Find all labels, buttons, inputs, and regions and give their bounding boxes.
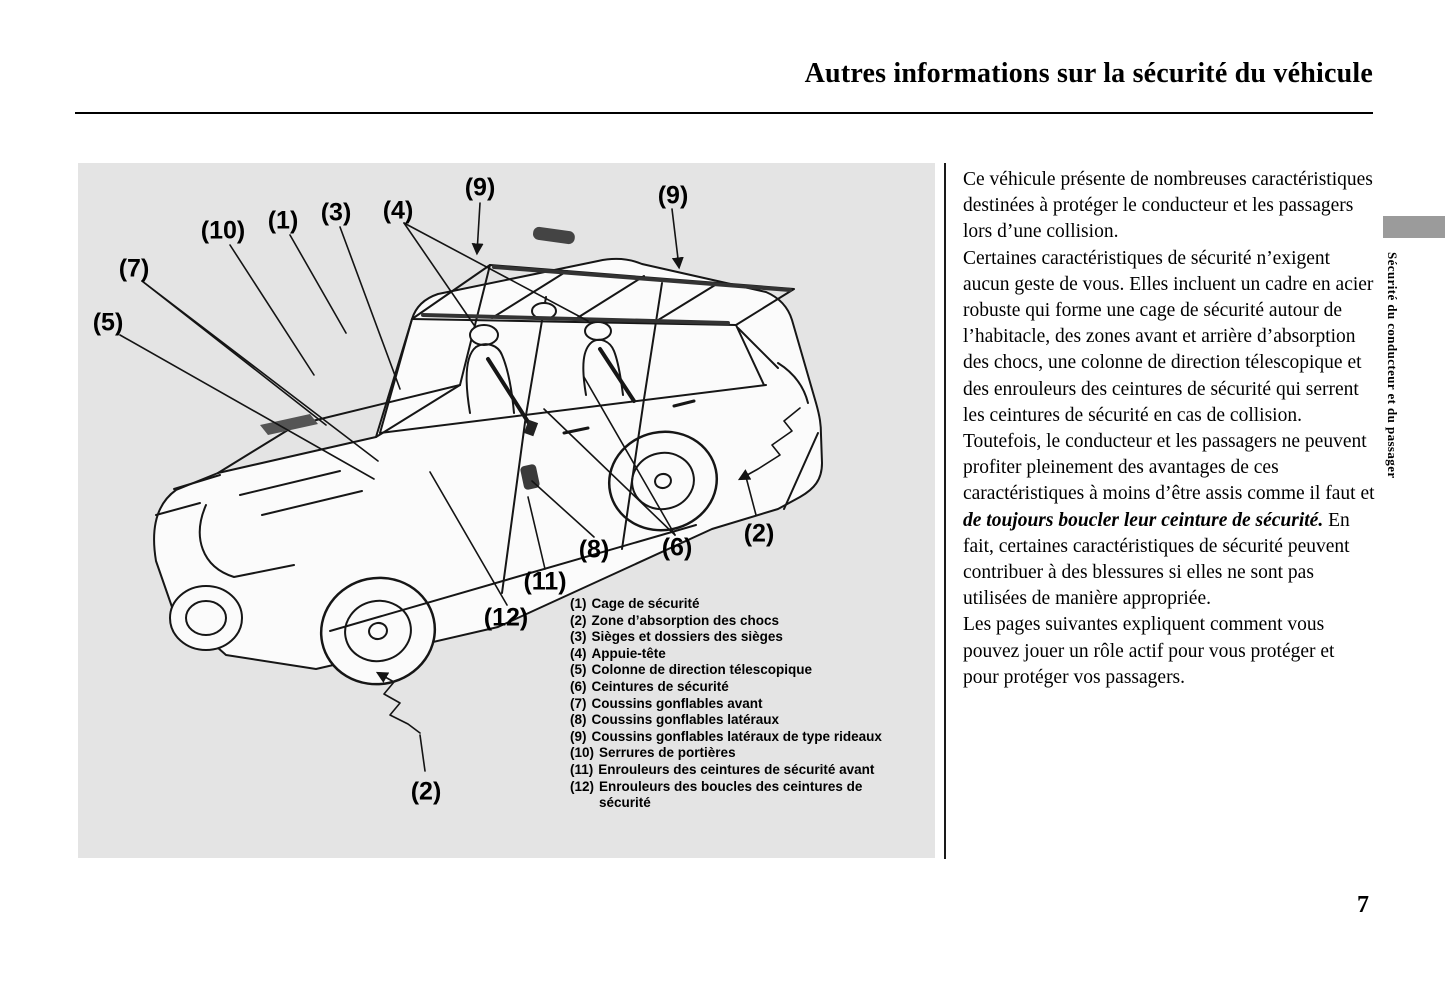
legend-item: (10)Serrures de portières	[570, 745, 915, 762]
front-headrest	[469, 324, 499, 346]
callout-5: (5)	[92, 308, 124, 337]
legend-item: (6)Ceintures de sécurité	[570, 679, 915, 696]
paragraph-text: Toutefois, le conducteur et les passager…	[963, 431, 1375, 505]
page-number: 7	[1357, 892, 1369, 918]
front-seatback	[465, 343, 515, 414]
legend-item: (12)Enrouleurs des boucles des ceintures…	[570, 779, 915, 812]
emphasis-text: de toujours boucler leur ceinture de séc…	[963, 509, 1324, 531]
legend-num: (11)	[570, 761, 594, 777]
seatbelt-buckle	[523, 419, 539, 437]
paragraph: Certaines caractéristiques de sécurité n…	[963, 246, 1375, 429]
callout-10: (10)	[200, 216, 246, 245]
legend-item: (8)Coussins gonflables latéraux	[570, 712, 915, 729]
legend-num: (1)	[570, 596, 587, 611]
legend-num: (6)	[570, 678, 587, 694]
diagram-panel: (9) (9) (10) (1) (3) (4) (7) (5) (2) (8)…	[78, 163, 935, 858]
legend-num: (2)	[570, 612, 587, 628]
legend-item: (11)Enrouleurs des ceintures de sécurité…	[570, 762, 915, 779]
legend-item: (1) Cage de sécurité	[570, 596, 915, 613]
legend-num: (7)	[570, 695, 587, 711]
legend-num: (8)	[570, 712, 587, 728]
legend-num: (9)	[570, 728, 587, 744]
sidebar-section-label: Sécurité du conducteur et du passager	[1385, 252, 1400, 479]
section-tab	[1383, 216, 1445, 238]
legend-label: Coussins gonflables latéraux	[591, 712, 780, 728]
legend-label: Ceintures de sécurité	[591, 678, 729, 694]
legend-label: Colonne de direction télescopique	[591, 662, 813, 678]
curtain-airbag-module	[533, 226, 575, 245]
paragraph: Ce véhicule présente de nombreuses carac…	[963, 167, 1375, 246]
callout-1: (1)	[267, 206, 299, 235]
page-title: Autres informations sur la sécurité du v…	[804, 58, 1373, 89]
curtain-airbag-rail-near	[421, 313, 730, 325]
car-body	[153, 257, 823, 686]
car-cutaway-diagram	[119, 202, 823, 772]
paragraph-text: En fait, certaines caractéristiques de s…	[963, 509, 1350, 610]
callout-9-right: (9)	[657, 181, 689, 210]
dash-vent	[260, 414, 318, 435]
legend-num: (12)	[570, 778, 595, 794]
legend-label: Appuie-tête	[591, 645, 666, 661]
leader-lines	[119, 202, 801, 772]
paragraph-text: Certaines caractéristiques de sécurité n…	[963, 247, 1374, 426]
callout-6: (6)	[661, 533, 693, 562]
legend-item: (4)Appuie-tête	[570, 646, 915, 663]
legend-item: (9)Coussins gonflables latéraux de type …	[570, 729, 915, 746]
callout-4: (4)	[382, 196, 414, 225]
legend-label: Serrures de portières	[599, 745, 736, 761]
callout-2-front: (2)	[410, 777, 442, 806]
legend-num: (10)	[570, 745, 595, 761]
legend-label: Zone d’absorption des chocs	[591, 612, 780, 628]
legend-label: Cage de sécurité	[591, 596, 700, 611]
callout-9-left: (9)	[464, 173, 496, 202]
legend-label: Coussins gonflables latéraux de type rid…	[591, 728, 882, 744]
diagram-legend: (1) Cage de sécurité (2)Zone d’absorption…	[570, 596, 915, 812]
callout-11: (11)	[523, 567, 567, 596]
legend-label: Enrouleurs des boucles des ceintures de …	[599, 778, 863, 811]
car-interior	[260, 226, 792, 490]
crumple-symbol-front	[375, 671, 426, 772]
legend-item: (3)Sièges et dossiers des sièges	[570, 629, 915, 646]
column-divider	[944, 163, 946, 859]
header: Autres informations sur la sécurité du v…	[75, 58, 1373, 114]
callout-2-rear: (2)	[743, 519, 775, 548]
body-text-column: Ce véhicule présente de nombreuses carac…	[963, 167, 1375, 691]
legend-num: (3)	[570, 629, 587, 645]
callout-3: (3)	[320, 198, 352, 227]
rear-headrest	[584, 321, 612, 341]
curtain-airbag-rail-far	[492, 265, 792, 292]
paragraph: Les pages suivantes expliquent comment v…	[963, 612, 1375, 691]
crumple-symbol-rear	[737, 407, 801, 516]
legend-label: Enrouleurs des ceintures de sécurité ava…	[598, 761, 875, 777]
paragraph: Toutefois, le conducteur et les passager…	[963, 429, 1375, 612]
rear-seatbelt	[598, 347, 636, 403]
front-far-wheel	[169, 585, 243, 651]
legend-num: (5)	[570, 662, 587, 678]
legend-num: (4)	[570, 645, 587, 661]
legend-item: (5)Colonne de direction télescopique	[570, 662, 915, 679]
rear-seatback	[582, 338, 624, 396]
legend-label: Coussins gonflables avant	[591, 695, 763, 711]
callout-12: (12)	[483, 603, 529, 632]
paragraph-text: Les pages suivantes expliquent comment v…	[963, 614, 1335, 688]
legend-item: (2)Zone d’absorption des chocs	[570, 613, 915, 630]
front-seatbelt	[486, 357, 532, 427]
legend-item: (7)Coussins gonflables avant	[570, 696, 915, 713]
callout-7: (7)	[118, 254, 150, 283]
callout-8: (8)	[578, 535, 610, 564]
paragraph-text: Ce véhicule présente de nombreuses carac…	[963, 169, 1373, 243]
legend-label: Sièges et dossiers des sièges	[591, 629, 783, 645]
front-wheel	[319, 576, 437, 686]
